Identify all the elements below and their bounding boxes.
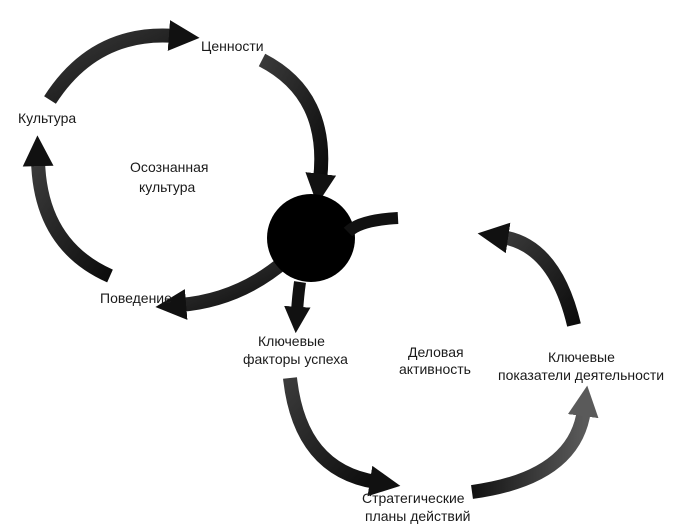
label-strategic-plans-1: Стратегические xyxy=(362,490,465,506)
label-culture: Культура xyxy=(18,110,76,126)
label-behavior: Поведение xyxy=(100,290,172,306)
arrow-key-factors-to-strategic-plans xyxy=(283,377,401,497)
label-conscious-culture-2: культура xyxy=(139,179,196,195)
label-values: Ценности xyxy=(201,38,264,54)
label-key-factors-1: Ключевые xyxy=(258,333,325,349)
center-circle xyxy=(267,194,355,282)
label-conscious-culture-1: Осознанная xyxy=(130,159,208,175)
label-key-indicators-2: показатели деятельности xyxy=(498,367,664,383)
arrow-strategic-plans-to-key-indicators xyxy=(471,385,599,499)
arrow-key-indicators-to-top xyxy=(477,222,581,327)
label-key-factors-2: факторы успеха xyxy=(243,351,348,367)
arrow-culture-to-values xyxy=(44,20,200,104)
label-business-activity-1: Деловая xyxy=(408,344,464,360)
arrow-top-to-center xyxy=(343,212,399,237)
arrow-values-to-center xyxy=(258,53,337,205)
label-key-indicators-1: Ключевые xyxy=(548,349,615,365)
arrow-center-to-key-factors xyxy=(284,281,311,334)
arrow-behavior-to-culture xyxy=(22,135,113,283)
label-strategic-plans-2: планы действий xyxy=(365,508,471,524)
arrow-center-to-behavior xyxy=(155,254,291,320)
label-business-activity-2: активность xyxy=(399,361,471,377)
